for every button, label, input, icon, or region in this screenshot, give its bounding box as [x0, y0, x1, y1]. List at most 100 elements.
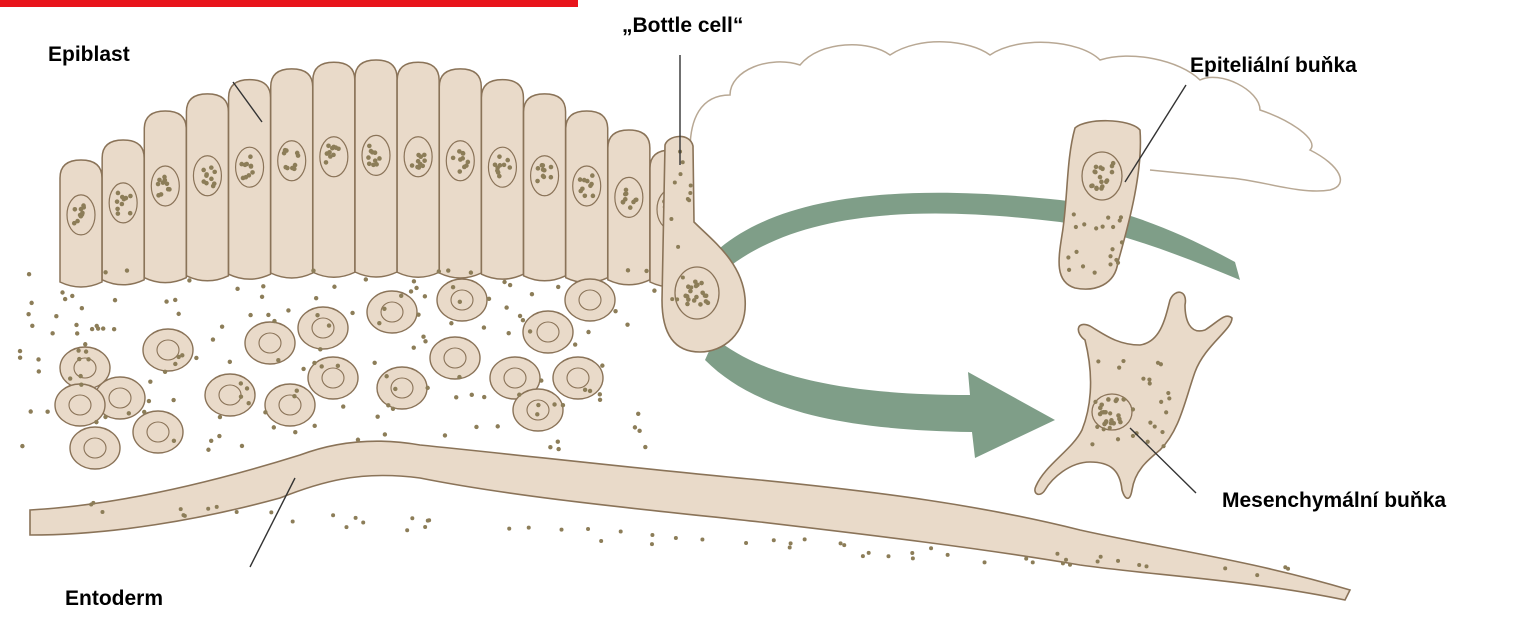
- granule: [248, 154, 253, 159]
- granule: [1255, 573, 1259, 577]
- granule: [1160, 430, 1164, 434]
- granule: [556, 440, 560, 444]
- granule: [911, 556, 915, 560]
- granule: [176, 312, 180, 316]
- granule: [1164, 410, 1168, 414]
- granule: [77, 357, 81, 361]
- granule: [159, 192, 164, 197]
- granule: [679, 172, 683, 176]
- label-epithelial-cell: Epiteliální buňka: [1190, 55, 1357, 76]
- granule: [530, 292, 534, 296]
- granule: [367, 161, 372, 166]
- granule: [324, 160, 329, 165]
- granule: [377, 156, 382, 161]
- granule: [586, 527, 590, 531]
- granule: [410, 163, 415, 168]
- granule: [239, 394, 243, 398]
- granule: [74, 323, 78, 327]
- granule: [80, 212, 85, 217]
- granule: [482, 395, 486, 399]
- granule: [173, 362, 177, 366]
- granule: [839, 541, 843, 545]
- migrating-cell-nucleus: [381, 302, 403, 322]
- granule: [1223, 566, 1227, 570]
- granule: [700, 290, 705, 295]
- granule: [549, 165, 554, 170]
- granule: [676, 245, 680, 249]
- granule: [443, 433, 447, 437]
- granule: [76, 348, 80, 352]
- granule: [301, 367, 305, 371]
- granule: [700, 537, 704, 541]
- migrating-cell-nucleus: [157, 340, 179, 360]
- granule: [125, 268, 129, 272]
- granule: [372, 361, 376, 365]
- migrating-cell-nucleus: [444, 348, 466, 368]
- granule: [687, 198, 691, 202]
- granule: [673, 180, 677, 184]
- granule: [1116, 413, 1121, 418]
- granule: [599, 539, 603, 543]
- epiblast-nucleus: [362, 135, 390, 175]
- granule: [1094, 165, 1099, 170]
- granule: [68, 376, 72, 380]
- granule: [670, 297, 674, 301]
- granule: [86, 357, 90, 361]
- granule: [157, 178, 162, 183]
- granule: [457, 375, 461, 379]
- granule: [422, 158, 427, 163]
- migrating-cell-nucleus: [312, 318, 334, 338]
- granule: [474, 425, 478, 429]
- granule: [506, 331, 510, 335]
- granule: [369, 149, 374, 154]
- granule: [374, 162, 379, 167]
- entoderm-sheet: [30, 441, 1350, 600]
- granule: [688, 289, 693, 294]
- granule: [1093, 400, 1097, 404]
- granule: [704, 299, 709, 304]
- granule: [331, 153, 336, 158]
- granule: [1131, 407, 1135, 411]
- granule: [1111, 161, 1116, 166]
- epithelial-cell: [1059, 121, 1140, 289]
- granule: [621, 200, 626, 205]
- granule: [681, 160, 685, 164]
- granule: [589, 182, 594, 187]
- granule: [112, 327, 116, 331]
- granule: [1094, 226, 1098, 230]
- granule: [583, 193, 588, 198]
- migrating-cells: [55, 279, 615, 469]
- granule: [1074, 250, 1078, 254]
- granule: [318, 347, 322, 351]
- granule: [636, 412, 640, 416]
- granule: [1090, 442, 1094, 446]
- granule: [29, 301, 33, 305]
- granule: [128, 211, 133, 216]
- granule: [172, 439, 176, 443]
- granule: [498, 163, 503, 168]
- granule: [1090, 183, 1095, 188]
- granule: [409, 289, 413, 293]
- granule: [183, 514, 187, 518]
- granule: [163, 370, 167, 374]
- granule: [788, 546, 792, 550]
- granule: [535, 179, 540, 184]
- granule: [60, 290, 64, 294]
- granule: [1064, 558, 1068, 562]
- granule: [63, 297, 67, 301]
- granule: [1108, 411, 1112, 415]
- granule: [449, 321, 453, 325]
- granule: [80, 306, 84, 310]
- granule: [283, 148, 288, 153]
- granule: [650, 542, 654, 546]
- granule: [100, 510, 104, 514]
- granule: [295, 151, 300, 156]
- granule: [165, 182, 170, 187]
- granule: [386, 403, 390, 407]
- granule: [399, 294, 403, 298]
- granule: [744, 541, 748, 545]
- granule: [84, 349, 88, 353]
- granule: [669, 217, 673, 221]
- epiblast-nucleus: [573, 166, 601, 206]
